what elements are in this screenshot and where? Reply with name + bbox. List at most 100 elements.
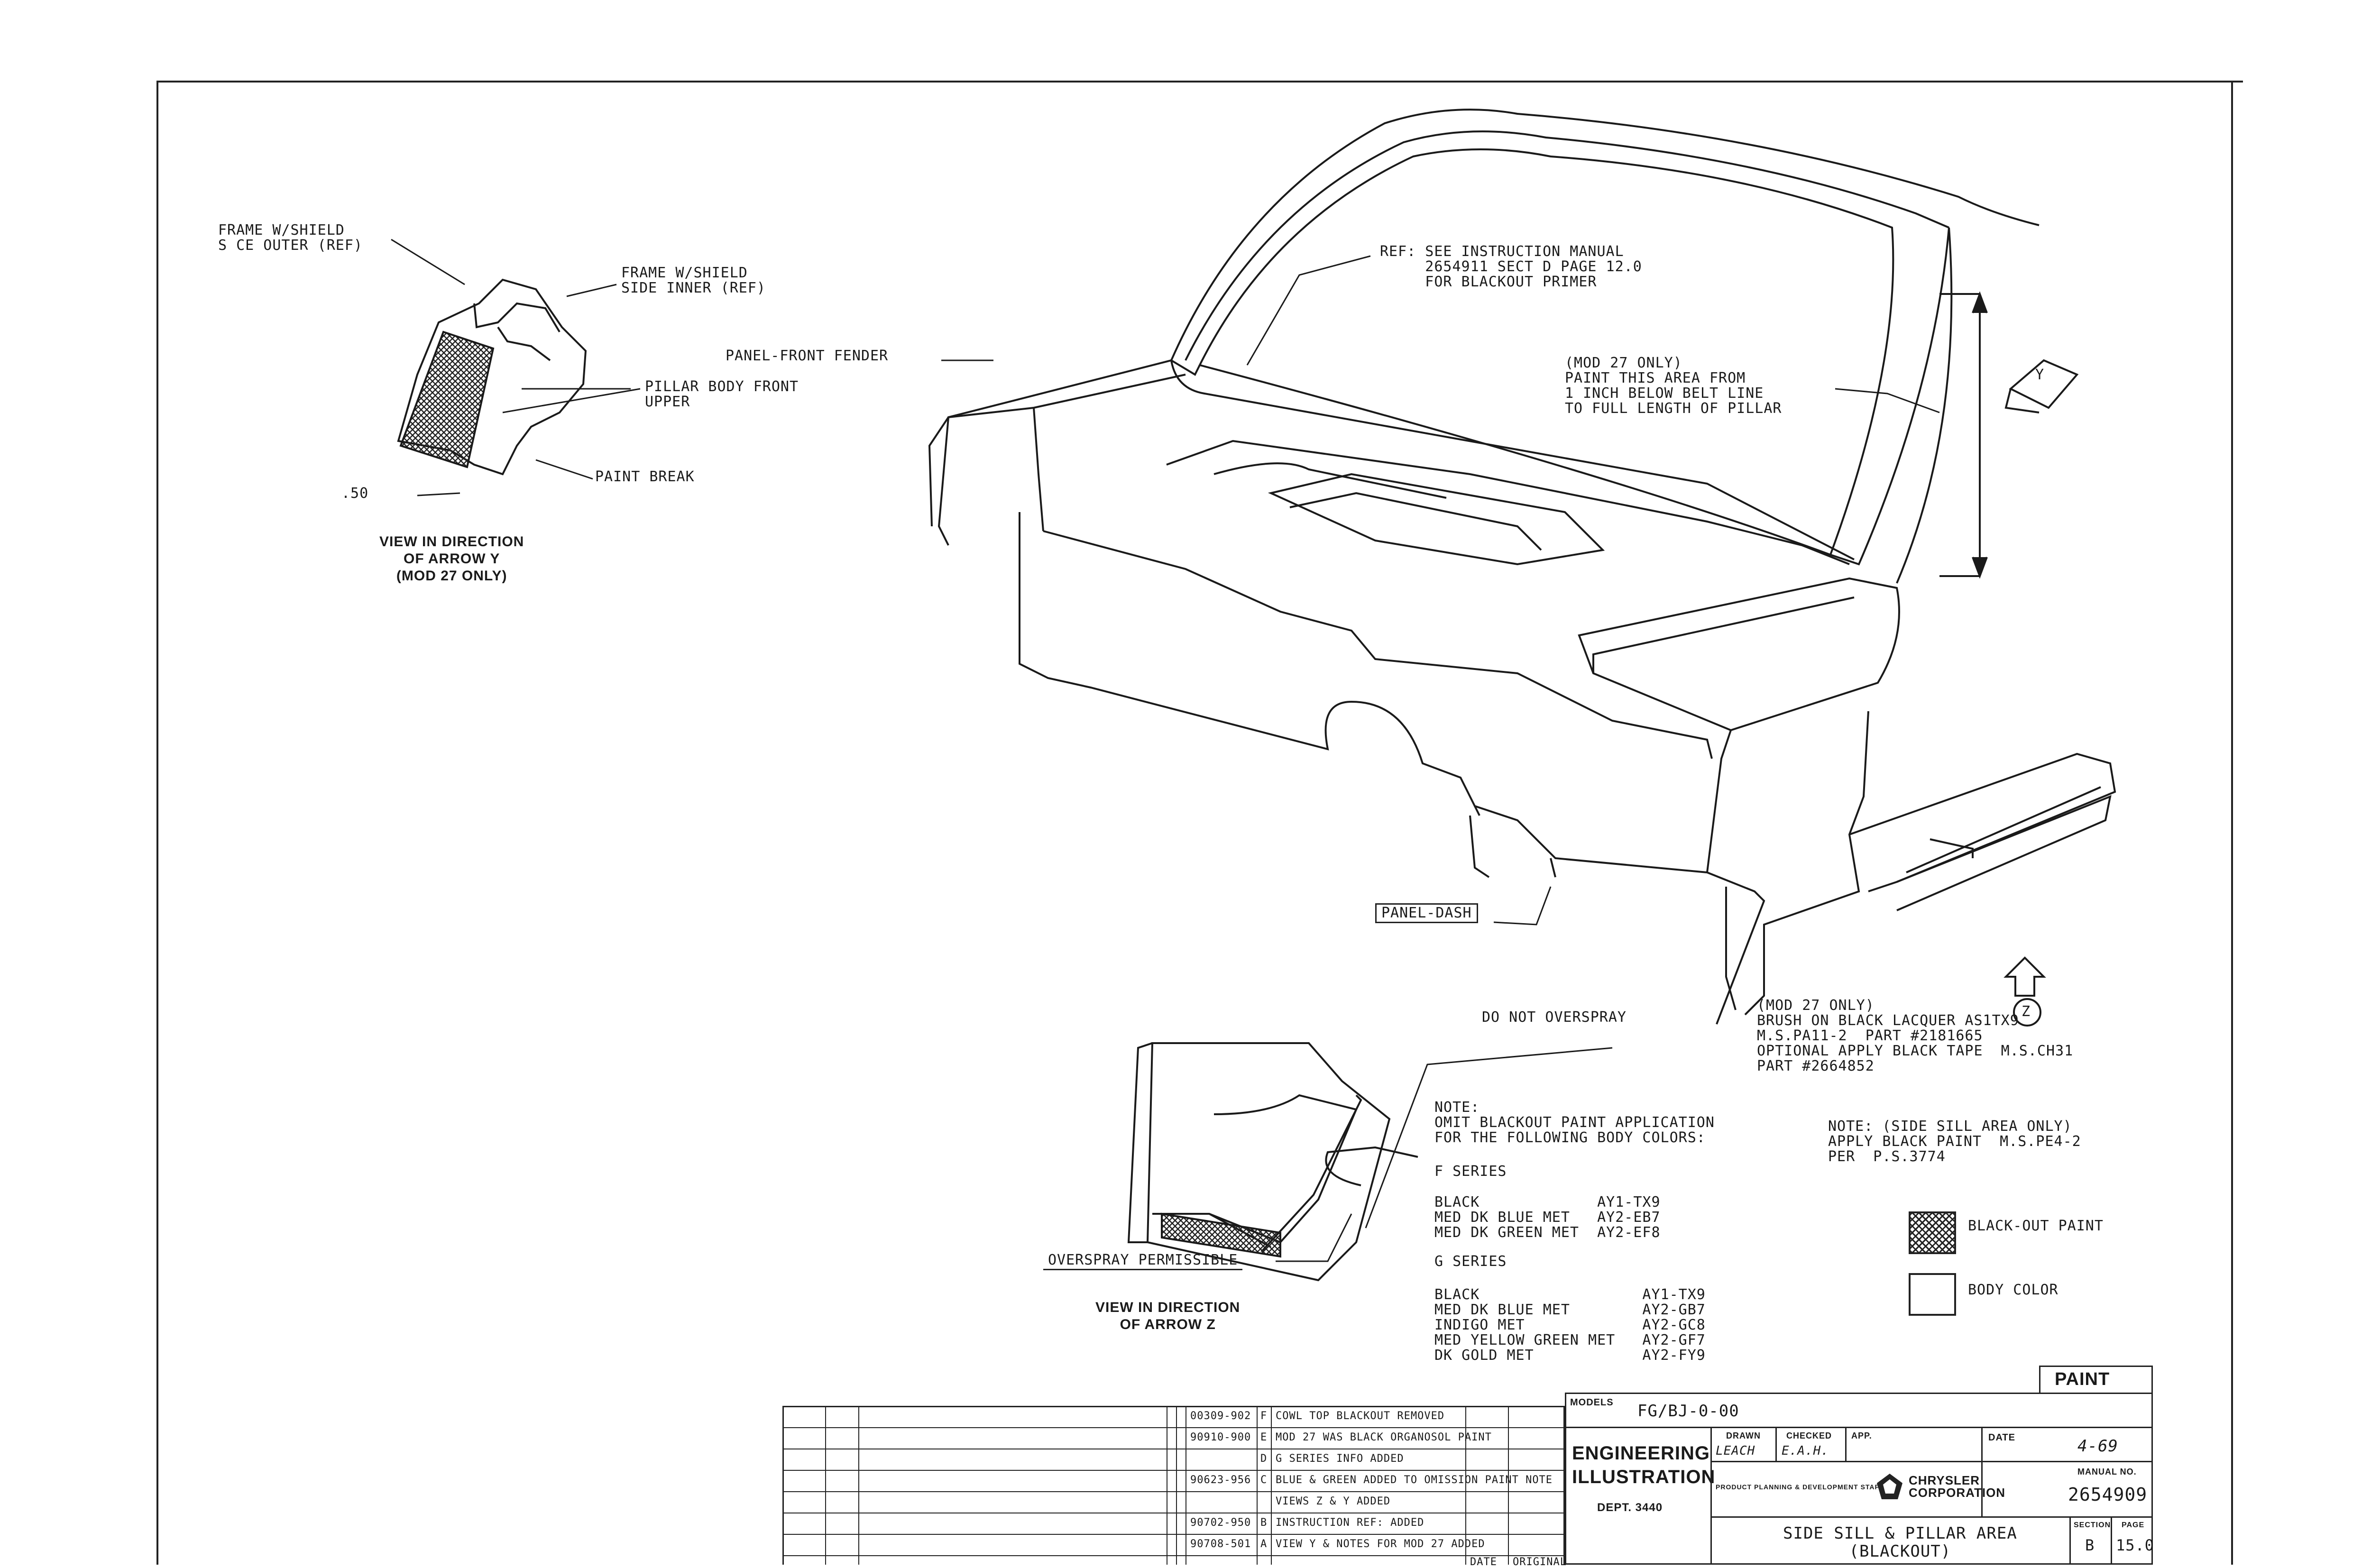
revision-original-header: ORIGINAL <box>1513 1556 1567 1568</box>
f-series-heading: F SERIES <box>1434 1163 1507 1180</box>
revision-letter: E <box>1260 1431 1268 1443</box>
models-cell: MODELS FG/BJ-0-00 <box>1565 1393 2153 1428</box>
leader-lines <box>391 238 1940 1262</box>
app-cell: APP. <box>1845 1427 1983 1462</box>
date-label: DATE <box>1988 1432 2015 1443</box>
revision-number: 90708-501 <box>1190 1538 1251 1550</box>
drawn-label: DRAWN <box>1726 1431 1761 1440</box>
revision-description: VIEWS Z & Y ADDED <box>1276 1495 1391 1507</box>
drawing-title-cell: SIDE SILL & PILLAR AREA (BLACKOUT) <box>1710 1516 2071 1565</box>
revision-number: 90623-956 <box>1190 1474 1251 1486</box>
frame-right-border <box>2231 81 2233 1565</box>
dept-label: DEPT. 3440 <box>1597 1501 1663 1514</box>
section-value: B <box>2085 1536 2095 1554</box>
blackout-paint-swatch <box>1909 1211 1956 1254</box>
manual-no-value: 2654909 <box>2068 1484 2148 1505</box>
mod27-paint-area-label: (MOD 27 ONLY) PAINT THIS AREA FROM 1 INC… <box>1565 355 1782 417</box>
revision-letter: D <box>1260 1453 1268 1465</box>
arrow-y-symbol <box>2004 359 2079 413</box>
drawn-value: LEACH <box>1716 1444 1755 1458</box>
chrysler-pentastar-icon <box>1875 1473 1904 1501</box>
omit-blackout-note: NOTE: OMIT BLACKOUT PAINT APPLICATION FO… <box>1434 1099 1715 1146</box>
frame-top-border <box>156 81 2243 83</box>
checked-cell: CHECKED E.A.H. <box>1775 1427 1847 1462</box>
revision-row: 90702-950 B INSTRUCTION REF: ADDED <box>782 1513 1565 1535</box>
revision-row: 90623-956 C BLUE & GREEN ADDED TO OMISSI… <box>782 1470 1565 1492</box>
do-not-overspray-label: DO NOT OVERSPRAY <box>1482 1009 1627 1026</box>
staff-label: PRODUCT PLANNING & DEVELOPMENT STAFF <box>1716 1483 1884 1491</box>
paint-heading-cell: PAINT <box>2039 1366 2153 1394</box>
models-value: FG/BJ-0-00 <box>1637 1402 1739 1421</box>
view-arrow-z-caption: VIEW IN DIRECTION OF ARROW Z <box>1095 1300 1241 1332</box>
view-arrow-y-caption: VIEW IN DIRECTION OF ARROW Y (MOD 27 ONL… <box>379 534 524 584</box>
pillar-body-front-upper-label: PILLAR BODY FRONT UPPER <box>645 378 799 410</box>
revision-description: COWL TOP BLACKOUT REMOVED <box>1276 1410 1445 1422</box>
revision-description: G SERIES INFO ADDED <box>1276 1453 1404 1465</box>
g-series-colors: BLACK AY1-TX9 MED DK BLUE MET AY2-GB7 IN… <box>1434 1286 1706 1364</box>
company-cell: PRODUCT PLANNING & DEVELOPMENT STAFF CHR… <box>1710 1461 2005 1518</box>
revision-number: 00309-902 <box>1190 1410 1251 1422</box>
engineering-illustration-cell: ENGINEERING ILLUSTRATION DEPT. 3440 <box>1565 1427 1716 1565</box>
paint-break-label: PAINT BREAK <box>595 468 695 485</box>
g-series-heading: G SERIES <box>1434 1253 1507 1270</box>
manual-no-label: MANUAL NO. <box>2077 1467 2137 1476</box>
revision-description: VIEW Y & NOTES FOR MOD 27 ADDED <box>1276 1538 1485 1550</box>
revision-letter: C <box>1260 1474 1268 1486</box>
frame-wshield-outer-label: FRAME W/SHIELD S CE OUTER (REF) <box>218 222 363 254</box>
revision-row: VIEWS Z & Y ADDED <box>782 1491 1565 1513</box>
section-label: SECTION <box>2074 1521 2111 1529</box>
revision-letter: F <box>1260 1410 1268 1422</box>
side-sill-note: NOTE: (SIDE SILL AREA ONLY) APPLY BLACK … <box>1828 1118 2081 1165</box>
dimension-50-label: .50 <box>341 485 369 502</box>
models-label: MODELS <box>1570 1397 1614 1408</box>
body-structure-drawing <box>928 109 2116 1186</box>
f-series-colors: BLACK AY1-TX9 MED DK BLUE MET AY2-EB7 ME… <box>1434 1194 1661 1241</box>
date-cell: DATE 4-69 <box>1981 1427 2153 1462</box>
engineering-label: ENGINEERING <box>1572 1443 1710 1464</box>
pillar-dimension-drawing <box>1939 291 1988 579</box>
chrysler-corporation-label: CHRYSLER CORPORATION <box>1909 1473 2006 1500</box>
drawing-title: SIDE SILL & PILLAR AREA (BLACKOUT) <box>1783 1524 2017 1561</box>
frame-left-border <box>156 81 158 1565</box>
revision-row: D G SERIES INFO ADDED <box>782 1449 1565 1471</box>
manual-no-cell: MANUAL NO. 2654909 <box>1981 1461 2153 1518</box>
checked-value: E.A.H. <box>1782 1444 1829 1458</box>
app-label: APP. <box>1851 1431 1872 1440</box>
panel-dash-label: PANEL-DASH <box>1375 903 1478 923</box>
arrow-z-letter: Z <box>2022 1003 2031 1020</box>
duct-view-drawing <box>1127 1042 1391 1282</box>
paint-heading: PAINT <box>2055 1369 2110 1389</box>
body-color-swatch <box>1909 1273 1956 1316</box>
page-label: PAGE <box>2122 1521 2145 1529</box>
section-cell: SECTION B <box>2069 1516 2112 1565</box>
title-block: PAINT MODELS FG/BJ-0-00 ENGINEERING ILLU… <box>1565 1366 2155 1565</box>
drawn-cell: DRAWN LEACH <box>1710 1427 1777 1462</box>
blackout-paint-legend-label: BLACK-OUT PAINT <box>1968 1218 2104 1234</box>
revision-number: 90910-900 <box>1190 1431 1251 1443</box>
arrow-z-symbol <box>2003 956 2046 1027</box>
page-cell: PAGE 15.0 <box>2111 1516 2155 1565</box>
illustration-label: ILLUSTRATION <box>1572 1467 1716 1487</box>
revision-row: 90708-501 A VIEW Y & NOTES FOR MOD 27 AD… <box>782 1534 1565 1556</box>
date-value: 4-69 <box>2077 1437 2118 1456</box>
pillar-view-drawing <box>397 278 587 476</box>
mod27-brush-label: (MOD 27 ONLY) BRUSH ON BLACK LACQUER AS1… <box>1757 997 2074 1074</box>
revision-description: MOD 27 WAS BLACK ORGANOSOL PAINT <box>1276 1431 1492 1443</box>
revision-letter: B <box>1260 1517 1268 1529</box>
body-color-legend-label: BODY COLOR <box>1968 1282 2059 1298</box>
panel-front-fender-label: PANEL-FRONT FENDER <box>726 348 889 364</box>
arrow-y-letter: Y <box>2035 367 2045 383</box>
revision-table: 00309-902 F COWL TOP BLACKOUT REMOVED 90… <box>782 1406 1567 1568</box>
page-value: 15.0 <box>2116 1536 2155 1554</box>
checked-label: CHECKED <box>1786 1431 1832 1440</box>
ref-instruction-label: REF: SEE INSTRUCTION MANUAL 2654911 SECT… <box>1380 243 1642 290</box>
revision-row: 90910-900 E MOD 27 WAS BLACK ORGANOSOL P… <box>782 1427 1565 1449</box>
revision-date-header: DATE <box>1470 1556 1497 1568</box>
revision-description: INSTRUCTION REF: ADDED <box>1276 1517 1424 1529</box>
frame-wshield-inner-label: FRAME W/SHIELD SIDE INNER (REF) <box>621 265 766 296</box>
revision-row: 00309-902 F COWL TOP BLACKOUT REMOVED <box>782 1406 1565 1428</box>
revision-letter: A <box>1260 1538 1268 1550</box>
overspray-permissible-label: OVERSPRAY PERMISSIBLE <box>1043 1252 1243 1270</box>
revision-description: BLUE & GREEN ADDED TO OMISSION PAINT NOT… <box>1276 1474 1553 1486</box>
